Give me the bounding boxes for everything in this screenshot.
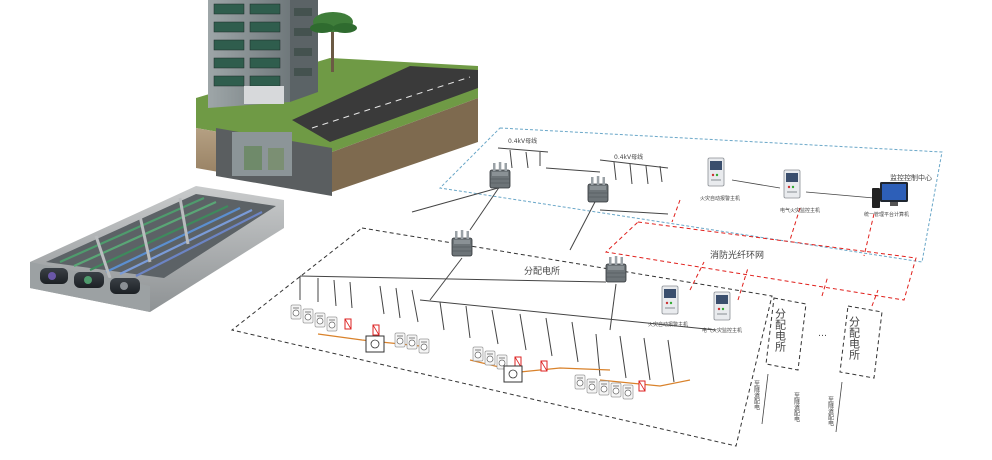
transformer-icon bbox=[605, 255, 627, 283]
top-zone-border bbox=[438, 127, 943, 263]
cable-2-label: 至隧道配电 bbox=[793, 392, 800, 422]
monitor-host-icon bbox=[713, 291, 731, 321]
transformer-icon bbox=[451, 229, 473, 257]
meter-row-right bbox=[574, 374, 646, 400]
meter-icon bbox=[622, 384, 634, 400]
control-center-label: 监控控制中心 bbox=[890, 173, 932, 182]
svg-text:…: … bbox=[818, 329, 827, 339]
monitor-host-icon bbox=[707, 157, 725, 187]
meter-icon bbox=[484, 350, 496, 366]
sub-station-1-box bbox=[765, 297, 807, 371]
sub-station-2-label: 分配电所 bbox=[848, 316, 861, 361]
breaker-icon bbox=[638, 380, 646, 392]
breaker-icon bbox=[344, 318, 352, 330]
breaker-icon bbox=[372, 324, 380, 336]
meter-icon bbox=[598, 380, 610, 396]
computer-icon bbox=[872, 182, 908, 208]
meter-icon bbox=[472, 346, 484, 362]
mid-zone-border bbox=[230, 227, 773, 447]
tunnel-scene bbox=[30, 0, 478, 312]
monitor-host-icon bbox=[783, 169, 801, 199]
bus-left-label: 0.4kV母线 bbox=[508, 137, 537, 145]
breaker-icon bbox=[540, 360, 548, 372]
meter-icon bbox=[586, 378, 598, 394]
elec-fire-top-label: 电气火灾监控主机 bbox=[780, 207, 820, 214]
transformer-icon bbox=[489, 161, 511, 189]
meter-icon bbox=[574, 374, 586, 390]
transformer-icon bbox=[587, 175, 609, 203]
mid-bus-lines bbox=[299, 257, 717, 383]
monitor-host-icon bbox=[661, 285, 679, 315]
fire-network-loop bbox=[604, 221, 917, 301]
fire-monitor-top-label: 火灾自动报警主机 bbox=[700, 195, 740, 202]
road bbox=[292, 66, 478, 142]
bus-right-label: 0.4kV母线 bbox=[614, 153, 643, 161]
top-bus-lines bbox=[411, 147, 669, 251]
distribution-room-label: 分配电所 bbox=[524, 265, 560, 277]
meter-row-left bbox=[290, 304, 430, 354]
meter-icon bbox=[290, 304, 302, 320]
building bbox=[208, 0, 318, 108]
cable-3-label: 至隧道配电 bbox=[827, 396, 834, 426]
meter-icon bbox=[406, 334, 418, 350]
elec-fire-mid-label: 电气火灾监控主机 bbox=[702, 327, 742, 334]
meter-icon bbox=[610, 382, 622, 398]
meter-icon bbox=[394, 332, 406, 348]
fire-monitor-mid-label: 火灾自动报警主机 bbox=[648, 321, 688, 328]
meter-icon bbox=[418, 338, 430, 354]
cable-1-label: 至隧道配电 bbox=[753, 380, 760, 410]
switch-cabinets bbox=[365, 335, 523, 383]
unified-platform-label: 统一管理平台计算机 bbox=[864, 211, 909, 218]
meter-icon bbox=[302, 308, 314, 324]
soil-side bbox=[332, 98, 478, 192]
palm-tree bbox=[310, 12, 357, 72]
fire-network-label: 消防光纤环网 bbox=[710, 249, 764, 261]
sub-station-2-box bbox=[839, 305, 883, 379]
meter-icon bbox=[326, 316, 338, 332]
meter-icon bbox=[314, 312, 326, 328]
sub-station-1-label: 分配电所 bbox=[774, 308, 787, 353]
